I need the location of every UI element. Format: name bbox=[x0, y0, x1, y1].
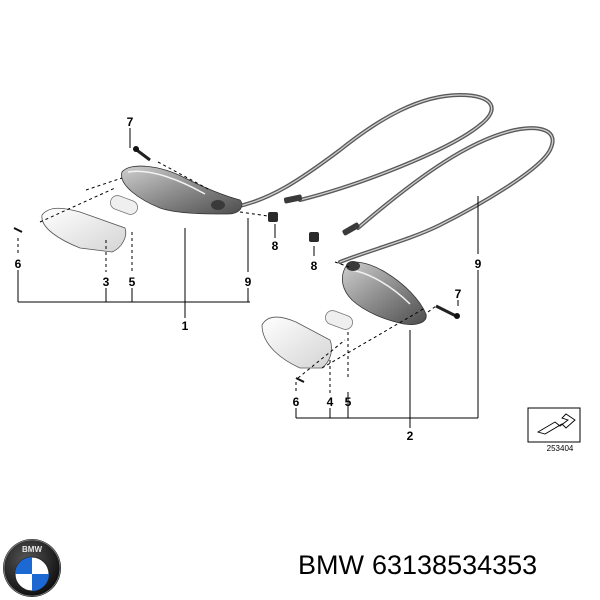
brand-name: BMW bbox=[298, 550, 364, 580]
bulb-upper bbox=[110, 195, 138, 215]
grommet-lower bbox=[309, 232, 319, 242]
part-number: 63138534353 bbox=[371, 550, 538, 580]
bmw-logo: BMW bbox=[3, 539, 61, 597]
callout-numbers: 7 6 3 5 9 1 8 8 9 7 6 4 5 2 bbox=[15, 115, 482, 443]
screw-upper bbox=[133, 146, 151, 162]
callout-4: 4 bbox=[327, 395, 334, 409]
callout-1: 1 bbox=[182, 319, 189, 333]
rivet-lower bbox=[295, 377, 305, 383]
grommet-upper bbox=[268, 212, 278, 222]
bulb-lower bbox=[325, 310, 353, 330]
callout-3: 3 bbox=[103, 275, 110, 289]
rivet-upper bbox=[13, 227, 23, 233]
lens-lower bbox=[261, 316, 332, 369]
wire-harness-lower bbox=[338, 126, 555, 264]
logo-lettering: BMW bbox=[22, 545, 42, 554]
callout-7-upper: 7 bbox=[127, 115, 134, 129]
lens-upper bbox=[41, 207, 127, 253]
diagram-number: 253404 bbox=[547, 444, 574, 453]
callout-6-lower: 6 bbox=[293, 395, 300, 409]
indicator-housing-upper bbox=[121, 165, 243, 215]
leader-lines bbox=[17, 128, 479, 428]
callout-9-upper: 9 bbox=[245, 275, 252, 289]
arrow-icon bbox=[536, 413, 576, 435]
callout-6-upper: 6 bbox=[15, 257, 22, 271]
callout-2: 2 bbox=[407, 429, 414, 443]
wire-harness-upper bbox=[233, 92, 494, 209]
screw-lower bbox=[435, 304, 460, 319]
callout-8-upper: 8 bbox=[272, 239, 279, 253]
callout-8-lower: 8 bbox=[311, 259, 318, 273]
diagram-reference: 253404 bbox=[527, 407, 581, 453]
callout-5-upper: 5 bbox=[129, 275, 136, 289]
callout-9-lower: 9 bbox=[475, 257, 482, 271]
indicator-housing-lower bbox=[341, 261, 427, 325]
callout-7-lower: 7 bbox=[455, 287, 462, 301]
callout-5-lower: 5 bbox=[345, 395, 352, 409]
